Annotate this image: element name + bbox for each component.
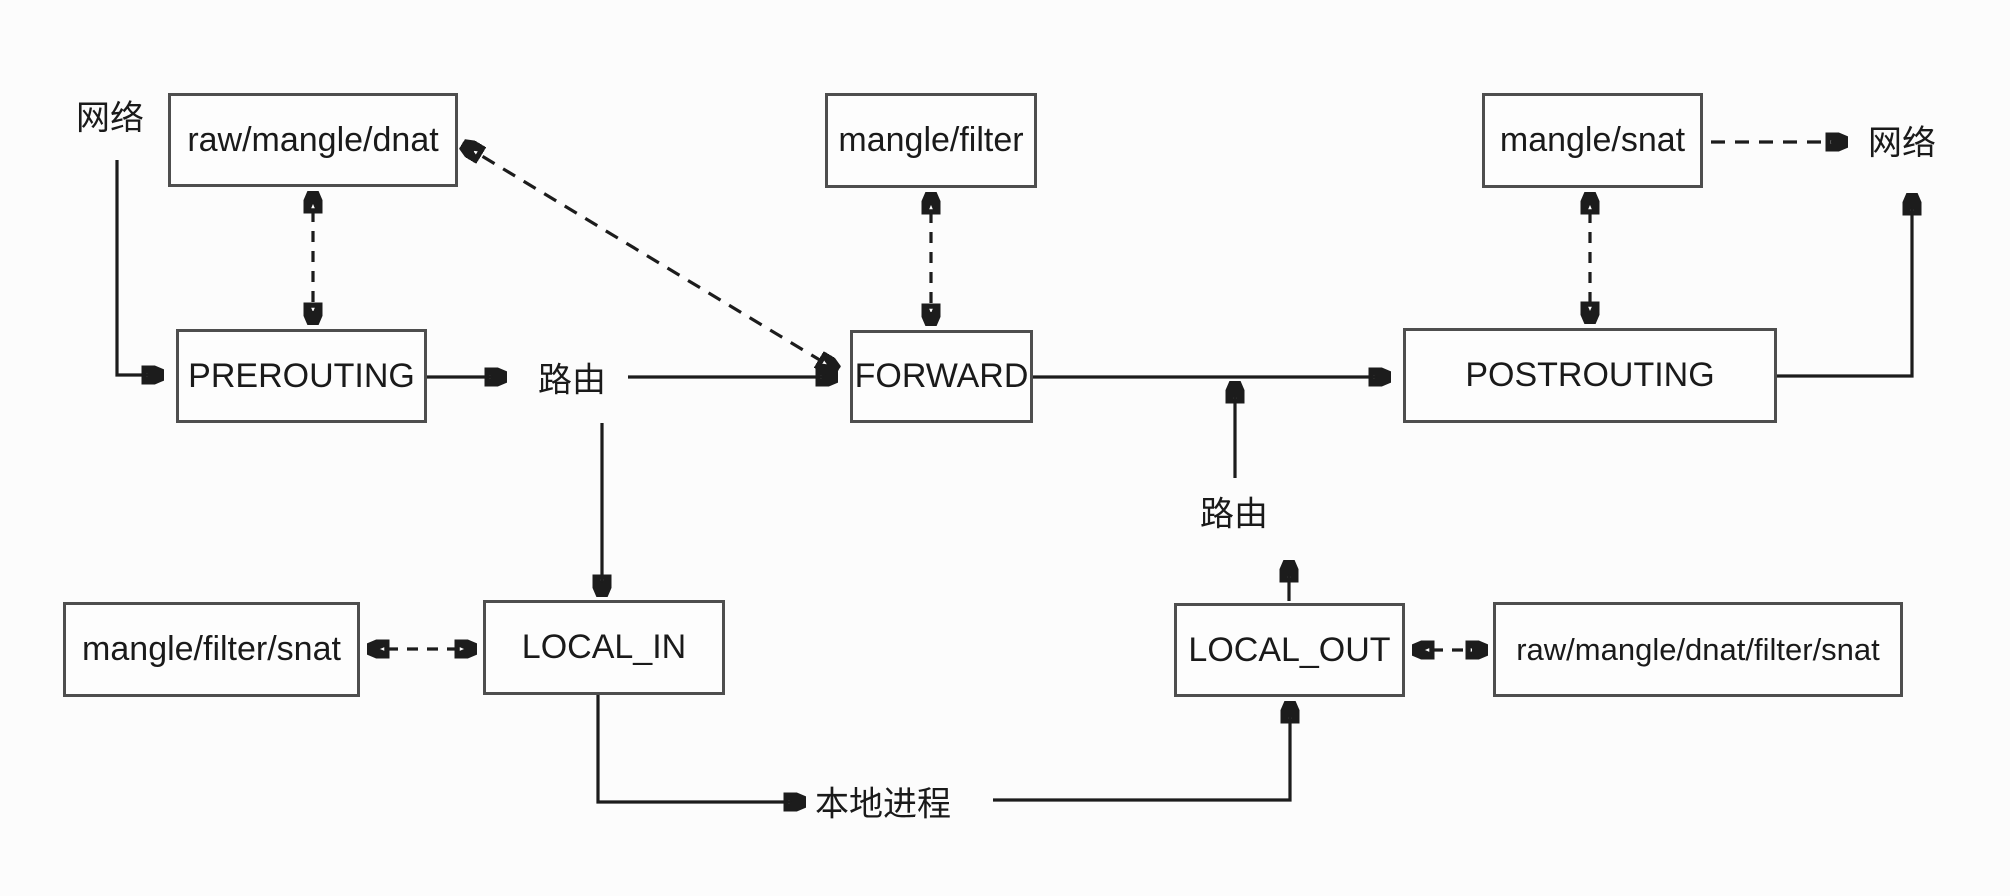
label-route-before-postrouting: 路由 [1200, 495, 1268, 534]
node-raw-mangle-dnat-filter-snat: raw/mangle/dnat/filter/snat [1493, 602, 1903, 697]
label-network-out: 网络 [1868, 124, 1936, 163]
arrow-localin-to-local-process [596, 695, 806, 802]
node-mangle-filter-snat: mangle/filter/snat [63, 602, 360, 697]
node-local-out: LOCAL_OUT [1174, 603, 1405, 697]
node-mangle-snat: mangle/snat [1482, 93, 1703, 188]
node-prerouting: PREROUTING [176, 329, 427, 423]
node-local-in: LOCAL_IN [483, 600, 725, 695]
node-postrouting: POSTROUTING [1403, 328, 1777, 423]
link-diagonal-rawmangledat-forward [462, 144, 838, 371]
label-route-after-prerouting: 路由 [538, 361, 606, 400]
node-mangle-filter: mangle/filter [825, 93, 1037, 188]
arrow-postrouting-to-network-out [1777, 193, 1912, 378]
arrow-network-in-to-prerouting [115, 160, 164, 375]
label-network-in: 网络 [76, 99, 144, 138]
label-local-process: 本地进程 [815, 785, 951, 824]
arrow-local-process-to-localout [993, 701, 1290, 802]
node-raw-mangle-dnat: raw/mangle/dnat [168, 93, 458, 187]
node-forward: FORWARD [850, 330, 1033, 423]
